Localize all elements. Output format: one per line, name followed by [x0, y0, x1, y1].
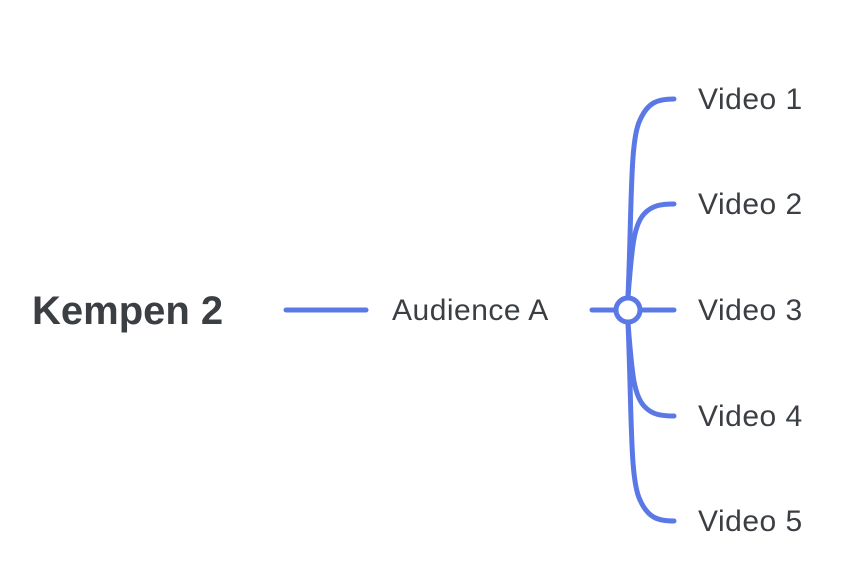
leaf-connector-4	[625, 320, 677, 419]
leaf-connector-5	[625, 320, 677, 524]
leaf-connector-1	[625, 96, 677, 300]
leaf-node-video-4[interactable]: Video 4	[698, 400, 803, 433]
leaf-connector-2	[625, 201, 677, 300]
leaf-node-label: Video 5	[698, 505, 803, 538]
root-node[interactable]: Kempen 2	[32, 289, 223, 333]
leaf-node-video-1[interactable]: Video 1	[698, 83, 803, 116]
leaf-node-label: Video 3	[698, 294, 803, 327]
branch-node-label: Audience A	[392, 294, 549, 327]
collapse-toggle-icon[interactable]	[613, 295, 643, 325]
leaf-node-video-3[interactable]: Video 3	[698, 294, 803, 327]
leaf-node-video-2[interactable]: Video 2	[698, 188, 803, 221]
leaf-node-label: Video 2	[698, 188, 803, 221]
root-node-label: Kempen 2	[32, 289, 223, 333]
branch-node-audience[interactable]: Audience A	[392, 294, 549, 327]
leaf-node-label: Video 4	[698, 400, 803, 433]
leaf-node-video-5[interactable]: Video 5	[698, 505, 803, 538]
leaf-node-label: Video 1	[698, 83, 803, 116]
